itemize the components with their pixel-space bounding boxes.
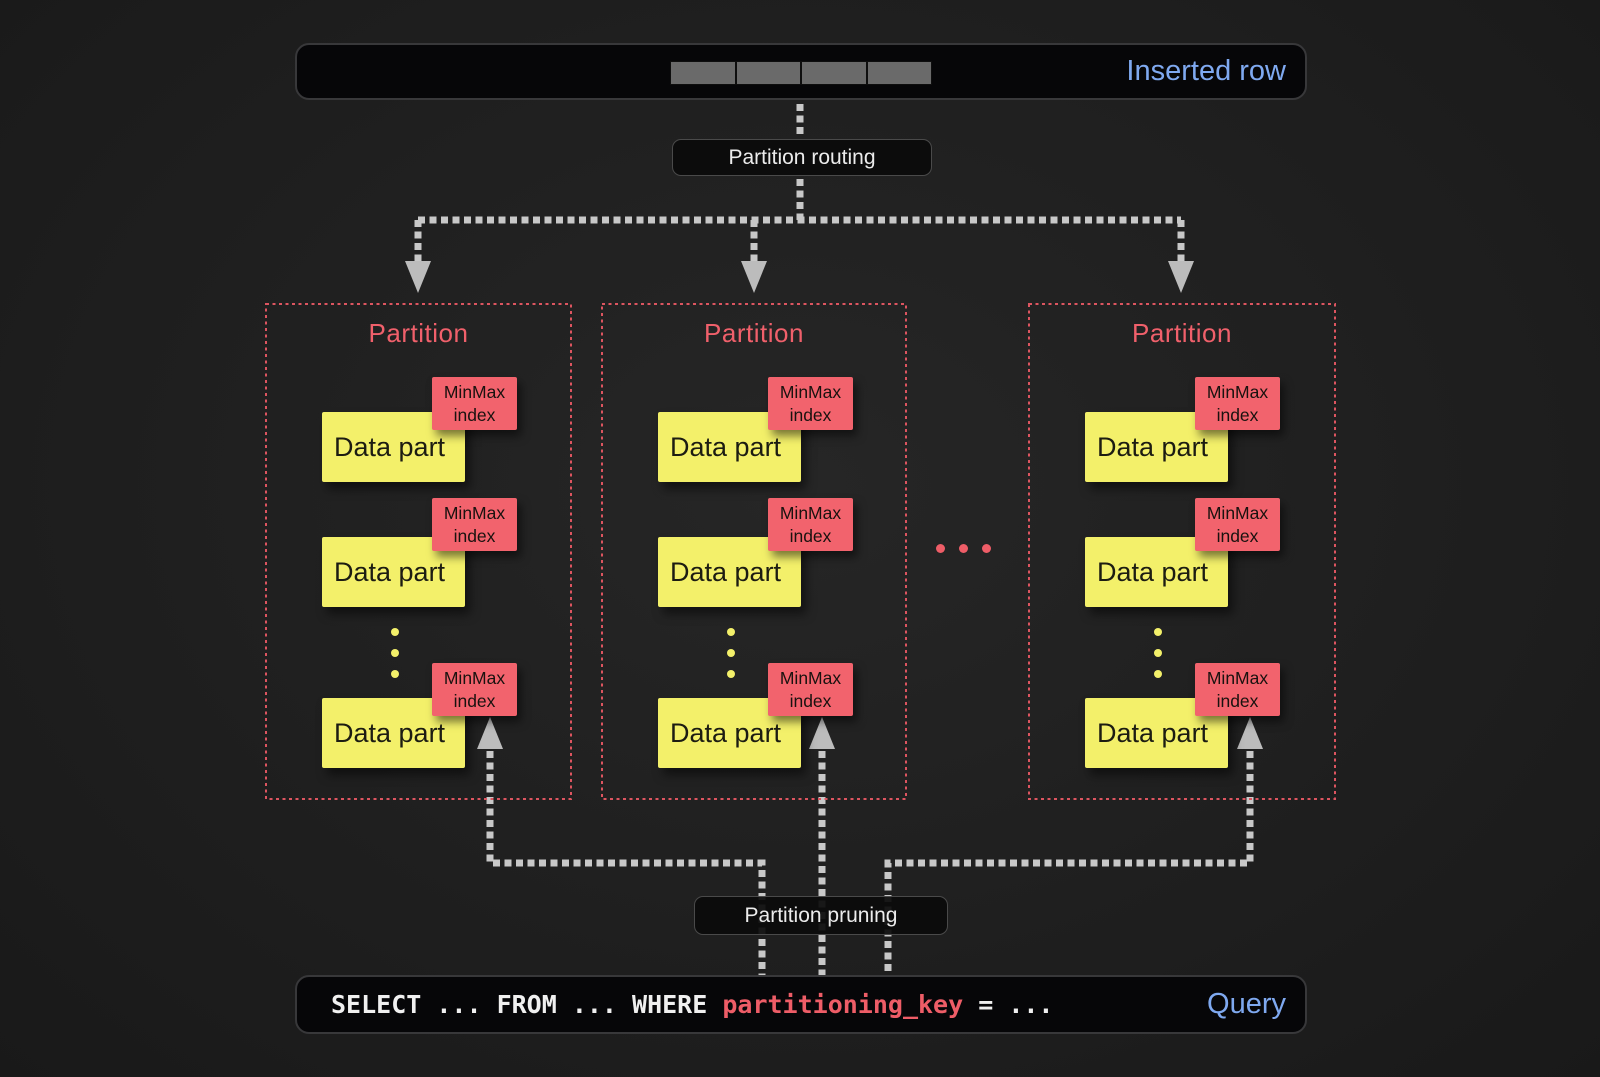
more-parts-ellipsis [727,628,735,678]
ellipsis-dot [1154,628,1162,636]
arrowhead-up-icon [1237,717,1263,749]
minmax-index-label: MinMax index [432,498,517,551]
arrowhead-up-icon [809,717,835,749]
ellipsis-dot [936,544,945,553]
ellipsis-dot [727,670,735,678]
ellipsis-dot [727,649,735,657]
ellipsis-dot [727,628,735,636]
minmax-index-label: MinMax index [768,498,853,551]
inserted-row-panel: Inserted row [295,43,1307,100]
minmax-index-label: MinMax index [768,377,853,430]
partition-routing-label: Partition routing [672,139,932,176]
partition-pruning-label: Partition pruning [694,896,948,935]
query-label: Query [1207,988,1286,1020]
partition-border [601,303,907,800]
partition-title: Partition [368,318,469,348]
ellipsis-dot [959,544,968,553]
more-parts-ellipsis [391,628,399,678]
sql-query-text: SELECT ... FROM ... WHERE partitioning_k… [297,990,1053,1019]
partition-border [1028,303,1336,800]
ellipsis-dot [1154,649,1162,657]
sql-prefix: SELECT ... FROM ... WHERE [331,990,723,1019]
sql-suffix: = ... [963,990,1054,1019]
minmax-index-label: MinMax index [1195,377,1280,430]
minmax-index-label: MinMax index [432,377,517,430]
arrowhead-down-icon [1168,261,1194,293]
minmax-index-label: MinMax index [432,663,517,716]
inserted-row-label: Inserted row [1126,55,1286,87]
row-segment [736,62,800,84]
more-partitions-ellipsis [936,544,991,553]
partition-box-2: Partition MinMax index Data part MinMax … [602,304,906,799]
row-segments-bar [670,61,932,85]
ellipsis-dot [391,649,399,657]
ellipsis-dot [1154,670,1162,678]
arrowhead-up-icon [477,717,503,749]
minmax-index-label: MinMax index [1195,498,1280,551]
ellipsis-dot [982,544,991,553]
minmax-index-label: MinMax index [768,663,853,716]
query-panel: SELECT ... FROM ... WHERE partitioning_k… [295,975,1307,1034]
minmax-index-label: MinMax index [1195,663,1280,716]
arrowheads [405,261,1263,749]
row-segment [867,62,931,84]
partition-title: Partition [704,318,804,348]
partition-title: Partition [1132,318,1232,348]
arrowhead-down-icon [741,261,767,293]
row-segment [802,62,866,84]
sql-partitioning-key: partitioning_key [722,990,964,1019]
row-segment [671,62,735,84]
partition-box-3: Partition MinMax index Data part MinMax … [1029,304,1335,799]
partition-border [265,303,572,800]
ellipsis-dot [391,628,399,636]
ellipsis-dot [391,670,399,678]
partition-borders [265,303,1336,800]
arrowhead-down-icon [405,261,431,293]
more-parts-ellipsis [1154,628,1162,678]
data-part-box: Data part [322,698,465,768]
data-part-box: Data part [1085,537,1228,607]
partition-box-1: Partition MinMax index Data part MinMax … [266,304,571,799]
